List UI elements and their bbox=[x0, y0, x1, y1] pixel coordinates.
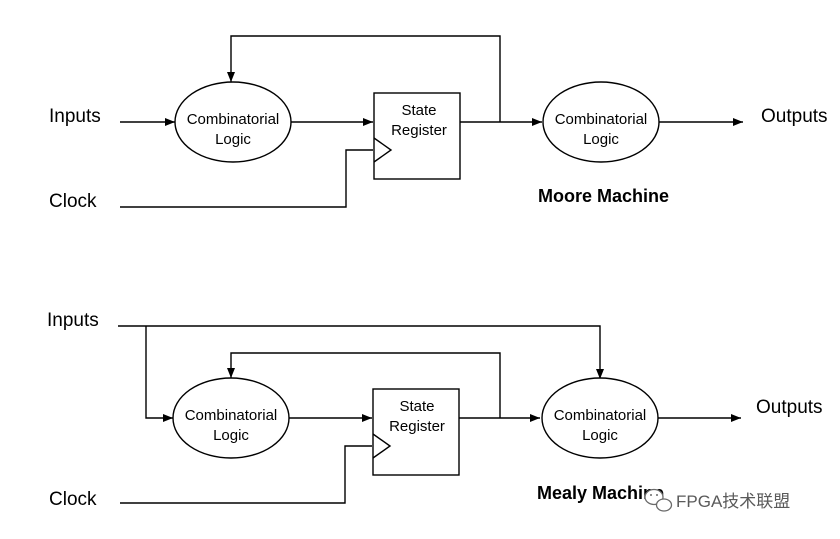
mealy-logic2-line2: Logic bbox=[582, 427, 618, 444]
moore-clock-triangle bbox=[373, 137, 393, 163]
moore-register-line1: State bbox=[401, 102, 436, 119]
mealy-inputs-to-logic-wire bbox=[145, 326, 173, 422]
mealy-register-line1: State bbox=[399, 398, 434, 415]
mealy-inputs-label: Inputs bbox=[47, 310, 99, 331]
mealy-register-line2: Register bbox=[389, 418, 445, 435]
moore-logic2-line1: Combinatorial bbox=[555, 111, 648, 128]
watermark: FPGA技术联盟 bbox=[644, 488, 790, 512]
moore-logic2-line2: Logic bbox=[583, 131, 619, 148]
mealy-logic1-line2: Logic bbox=[213, 427, 249, 444]
moore-clock-label: Clock bbox=[49, 191, 97, 212]
mealy-machine-diagram: Inputs Clock Outputs Combinatorial Logic… bbox=[47, 310, 823, 510]
moore-feedback-wire bbox=[227, 35, 501, 122]
moore-outputs-label: Outputs bbox=[761, 106, 828, 127]
mealy-combinatorial-logic-2 bbox=[541, 377, 659, 459]
mealy-clock-wire bbox=[120, 445, 372, 504]
wechat-icon bbox=[644, 488, 673, 512]
mealy-outputs-label: Outputs bbox=[756, 397, 823, 418]
moore-title: Moore Machine bbox=[538, 186, 669, 206]
mealy-combinatorial-logic-1 bbox=[172, 377, 290, 459]
mealy-logic1-line1: Combinatorial bbox=[185, 407, 278, 424]
moore-logic1-line1: Combinatorial bbox=[187, 111, 280, 128]
mealy-title: Mealy Machine bbox=[537, 483, 664, 503]
mealy-clock-label: Clock bbox=[49, 489, 97, 510]
moore-machine-diagram: Inputs Clock Outputs Combinatorial Logic… bbox=[49, 35, 828, 212]
moore-state-register bbox=[373, 92, 461, 180]
watermark-text: FPGA技术联盟 bbox=[676, 492, 790, 511]
moore-combinatorial-logic-2 bbox=[542, 81, 660, 163]
moore-register-line2: Register bbox=[391, 122, 447, 139]
mealy-feedback-wire bbox=[227, 352, 501, 418]
moore-combinatorial-logic-1 bbox=[174, 81, 292, 163]
mealy-inputs-to-output-logic-wire bbox=[118, 325, 604, 379]
moore-clock-wire bbox=[120, 149, 373, 208]
moore-inputs-label: Inputs bbox=[49, 106, 101, 127]
mealy-logic2-line1: Combinatorial bbox=[554, 407, 647, 424]
mealy-state-register bbox=[372, 388, 460, 476]
mealy-clock-triangle bbox=[372, 433, 392, 459]
moore-logic1-line2: Logic bbox=[215, 131, 251, 148]
